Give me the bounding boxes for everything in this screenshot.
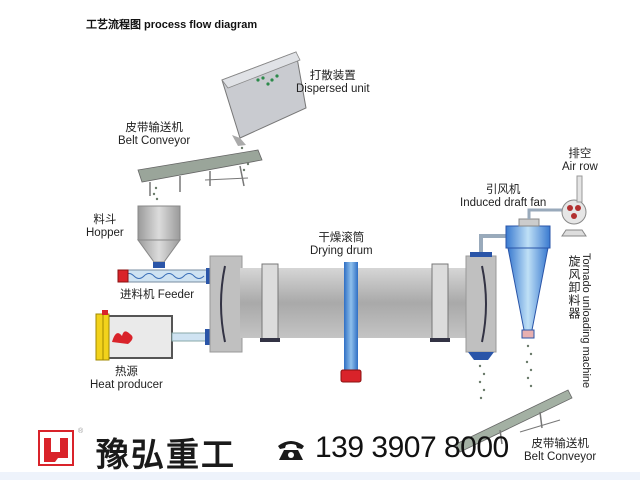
diagram-title: 工艺流程图 process flow diagram — [86, 19, 258, 31]
label-belt-conveyor-bottom: 皮带输送机 Belt Conveyor — [524, 438, 596, 464]
label-dispersed-unit-en: Dispersed unit — [296, 83, 370, 95]
cyclone-graphic — [505, 218, 551, 339]
label-air-row-cn: 排空 — [568, 148, 592, 160]
label-feeder: 进料机 Feeder — [120, 289, 194, 302]
hopper-graphic — [137, 205, 181, 268]
dispersed-unit-graphic — [221, 51, 307, 146]
label-drying-drum-cn: 干燥滚筒 — [318, 232, 365, 244]
label-dispersed-unit-cn: 打散装置 — [309, 70, 356, 82]
label-heat-producer-cn: 热源 — [114, 366, 138, 378]
label-induced-draft-fan-cn: 引风机 — [485, 184, 521, 196]
label-hopper-cn: 料斗 — [93, 214, 117, 226]
label-dispersed-unit: 打散装置 Dispersed unit — [296, 70, 370, 96]
label-air-row-en: Air row — [562, 161, 598, 173]
belt-conveyor-top-graphic — [137, 149, 263, 196]
registered-mark: ® — [78, 428, 84, 435]
label-belt-conveyor-top-cn: 皮带输送机 — [125, 122, 183, 134]
label-induced-draft-fan: 引风机 Induced draft fan — [460, 184, 546, 210]
label-drying-drum: 干燥滚筒 Drying drum — [310, 232, 373, 258]
label-air-row: 排空 Air row — [562, 148, 598, 174]
label-feeder-text: 进料机 Feeder — [120, 289, 195, 301]
heat-producer-graphic — [95, 310, 210, 361]
brand-name: 豫弘重工 — [96, 435, 236, 474]
label-hopper: 料斗 Hopper — [86, 214, 124, 240]
belt-conveyor-bottom-graphic — [455, 389, 573, 453]
label-heat-producer-en: Heat producer — [90, 379, 163, 391]
label-drying-drum-en: Drying drum — [310, 245, 373, 257]
label-induced-draft-fan-en: Induced draft fan — [460, 197, 547, 209]
label-cyclone-en: Tornado unloading machine — [580, 253, 592, 389]
telephone-icon — [278, 441, 304, 460]
induced-draft-fan-graphic — [561, 175, 587, 237]
label-belt-conveyor-bottom-cn: 皮带输送机 — [531, 438, 589, 450]
label-hopper-en: Hopper — [86, 227, 124, 239]
drying-drum-graphic — [209, 252, 497, 383]
label-cyclone: 旋风卸料器 Tornado unloading machine — [566, 253, 606, 425]
label-cyclone-cn: 旋风卸料器 — [567, 255, 581, 320]
label-belt-conveyor-top-en: Belt Conveyor — [118, 135, 191, 147]
brand-logo-icon — [38, 430, 74, 466]
label-belt-conveyor-top: 皮带输送机 Belt Conveyor — [118, 122, 190, 148]
phone-number: 139 3907 8000 — [315, 431, 509, 464]
label-heat-producer: 热源 Heat producer — [90, 366, 163, 392]
label-belt-conveyor-bottom-en: Belt Conveyor — [524, 451, 597, 463]
feeder-graphic — [117, 268, 212, 284]
